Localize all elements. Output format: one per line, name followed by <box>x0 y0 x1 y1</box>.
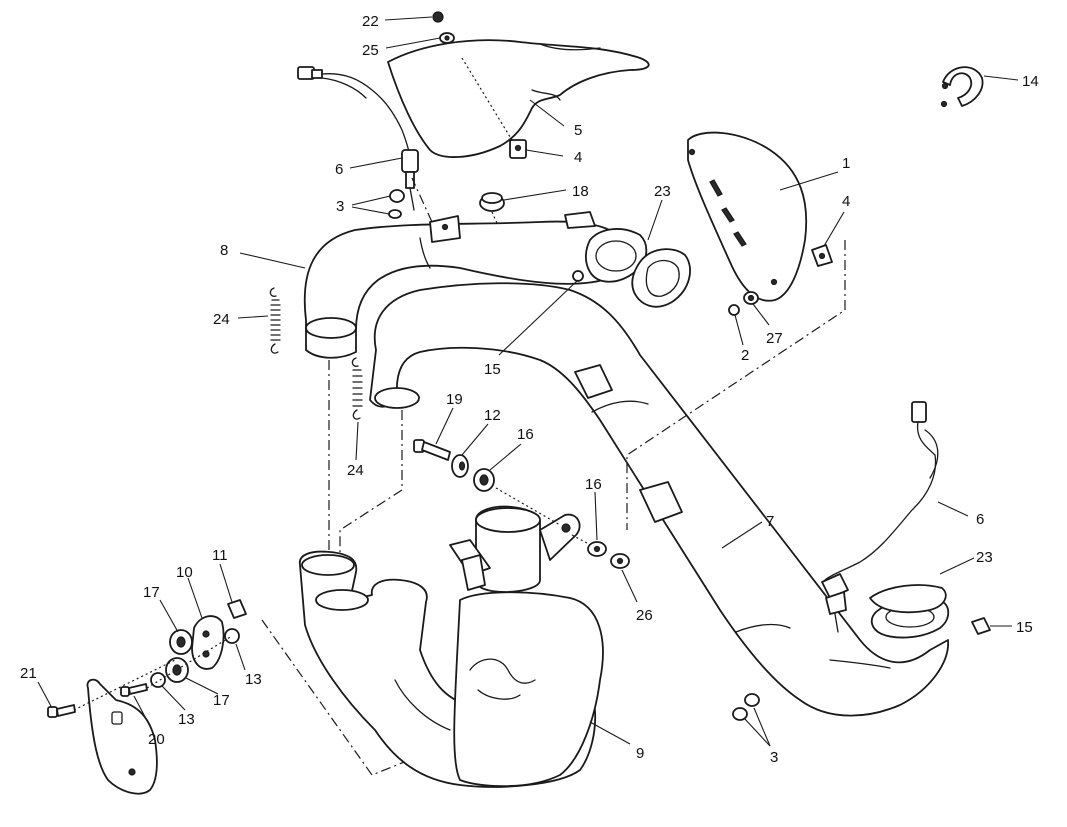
bush-16-upper <box>473 468 495 492</box>
rubber-damper-17-lower <box>165 657 189 683</box>
callout-23-top: 23 <box>654 183 671 200</box>
callout-26: 26 <box>636 607 653 624</box>
callout-23-bottom: 23 <box>976 549 993 566</box>
screw-20 <box>120 683 148 697</box>
callout-7: 7 <box>766 513 774 530</box>
rubber-damper-17-upper <box>169 629 193 655</box>
callout-21: 21 <box>20 665 37 682</box>
callout-6-right: 6 <box>976 511 984 528</box>
callout-6-top: 6 <box>335 161 343 178</box>
silencer <box>298 550 604 788</box>
screw-2 <box>728 304 740 316</box>
callout-3-top: 3 <box>336 198 344 215</box>
callout-24-center: 24 <box>347 462 364 479</box>
washer-26 <box>610 553 630 569</box>
leader-lines <box>37 16 1019 747</box>
bracket-10 <box>191 615 225 670</box>
callout-11: 11 <box>212 547 228 564</box>
nut-15-right <box>971 617 991 635</box>
callout-8: 8 <box>220 242 228 259</box>
callout-10: 10 <box>176 564 193 581</box>
callout-18: 18 <box>572 183 589 200</box>
callout-1: 1 <box>842 155 850 172</box>
silencer-inlet <box>449 505 581 593</box>
callout-17-upper: 17 <box>143 584 160 601</box>
callout-4-top: 4 <box>574 149 582 166</box>
washer-13-upper <box>224 628 240 644</box>
callout-20: 20 <box>148 731 165 748</box>
callout-13-lower: 13 <box>178 711 195 728</box>
spring-24-upper <box>269 287 281 354</box>
callout-12: 12 <box>484 407 501 424</box>
callout-16-upper: 16 <box>517 426 534 443</box>
spacer-12 <box>451 454 469 478</box>
lambda-sensor-lower <box>821 401 939 633</box>
washer-16-lower <box>587 541 607 557</box>
clip-nut-4-right <box>811 244 833 267</box>
callout-22: 22 <box>362 13 379 30</box>
bolt-19 <box>413 439 451 461</box>
callout-3-bottom: 3 <box>770 749 778 766</box>
callout-17-lower: 17 <box>213 692 230 709</box>
callout-24-left: 24 <box>213 311 230 328</box>
exhaust-header-rear <box>369 282 949 717</box>
nut-15-center <box>572 270 584 282</box>
clip-nut-11 <box>227 599 247 619</box>
side-heat-shield <box>687 131 808 302</box>
callout-4-right: 4 <box>842 193 850 210</box>
screw-22 <box>432 11 444 23</box>
callout-15-right: 15 <box>1016 619 1033 636</box>
callout-15-center: 15 <box>484 361 501 378</box>
gasket-23-bottom <box>869 584 947 614</box>
spring-24-lower <box>351 357 363 420</box>
callout-5: 5 <box>574 122 582 139</box>
callout-27: 27 <box>766 330 783 347</box>
lambda-sensor-upper <box>297 66 419 211</box>
gasket-23-top <box>631 248 691 308</box>
callout-9: 9 <box>636 745 644 762</box>
mounting-plate-21 <box>86 678 158 795</box>
grommet-18 <box>479 192 505 212</box>
callout-25: 25 <box>362 42 379 59</box>
nut-3-top <box>388 189 405 219</box>
hose-clamp-14 <box>940 66 984 108</box>
callout-2: 2 <box>741 347 749 364</box>
nut-3-bottom <box>732 693 760 721</box>
screw-21 <box>47 704 76 718</box>
callout-16-lower: 16 <box>585 476 602 493</box>
clip-nut-4-top <box>509 139 527 159</box>
washer-25 <box>439 32 455 44</box>
upper-heat-shield <box>387 39 650 158</box>
washer-13-lower <box>150 672 166 688</box>
washer-27 <box>743 291 759 305</box>
callout-19: 19 <box>446 391 463 408</box>
callout-13-upper: 13 <box>245 671 262 688</box>
callout-14: 14 <box>1022 73 1039 90</box>
